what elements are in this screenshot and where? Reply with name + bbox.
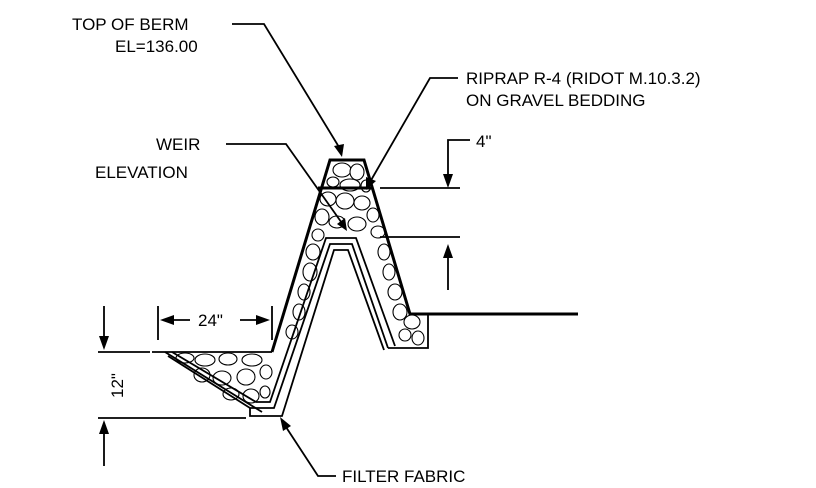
filter-fabric-label: FILTER FABRIC (342, 467, 465, 486)
riprap-callout: RIPRAP R-4 (RIDOT M.10.3.2) ON GRAVEL BE… (366, 69, 701, 190)
arrowhead (280, 417, 291, 431)
riprap-bedding-label: ON GRAVEL BEDDING (466, 91, 645, 110)
filter-fabric-layer (167, 237, 396, 417)
top-of-berm-callout: TOP OF BERM EL=136.00 (72, 15, 344, 157)
dimension-4in-label: 4" (476, 132, 492, 151)
arrowhead (337, 218, 347, 231)
arrowhead (160, 315, 174, 325)
dimension-4in: 4" (380, 132, 492, 290)
arrowhead (334, 144, 344, 157)
dimension-12in: 12" (98, 306, 246, 466)
top-of-berm-elevation: EL=136.00 (115, 37, 198, 56)
dimension-12in-label: 12" (108, 373, 127, 398)
riprap-fill (165, 160, 428, 412)
arrowhead (366, 177, 376, 190)
arrowhead (256, 315, 270, 325)
arrowhead (99, 336, 109, 350)
berm-outline (152, 158, 578, 413)
filter-fabric-callout: FILTER FABRIC (280, 417, 465, 486)
weir-elevation-callout: WEIR ELEVATION (95, 135, 347, 231)
arrowhead (443, 174, 453, 188)
arrowhead (443, 244, 453, 258)
riprap-label: RIPRAP R-4 (RIDOT M.10.3.2) (466, 69, 701, 88)
top-of-berm-label: TOP OF BERM (72, 15, 189, 34)
weir-elevation-label: ELEVATION (95, 163, 188, 182)
dimension-24in-label: 24" (198, 311, 223, 330)
weir-label: WEIR (156, 135, 200, 154)
arrowhead (99, 420, 109, 434)
dimension-24in: 24" (157, 306, 273, 340)
